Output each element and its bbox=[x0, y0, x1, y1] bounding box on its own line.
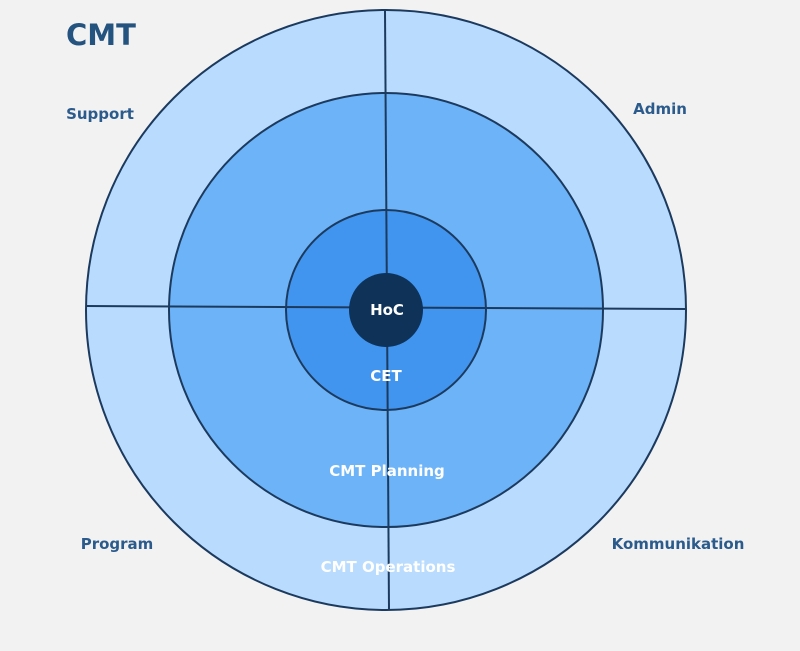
center-hoc bbox=[349, 273, 423, 347]
label-cmt-planning: CMT Planning bbox=[329, 462, 445, 480]
label-admin: Admin bbox=[633, 100, 687, 118]
page-title: CMT bbox=[66, 18, 136, 52]
label-cet: CET bbox=[370, 367, 402, 385]
label-kommunikation: Kommunikation bbox=[611, 535, 745, 553]
label-support: Support bbox=[66, 105, 134, 123]
label-program: Program bbox=[80, 535, 154, 553]
label-cmt-operations: CMT Operations bbox=[320, 558, 456, 576]
label-hoc: HoC bbox=[370, 301, 404, 319]
